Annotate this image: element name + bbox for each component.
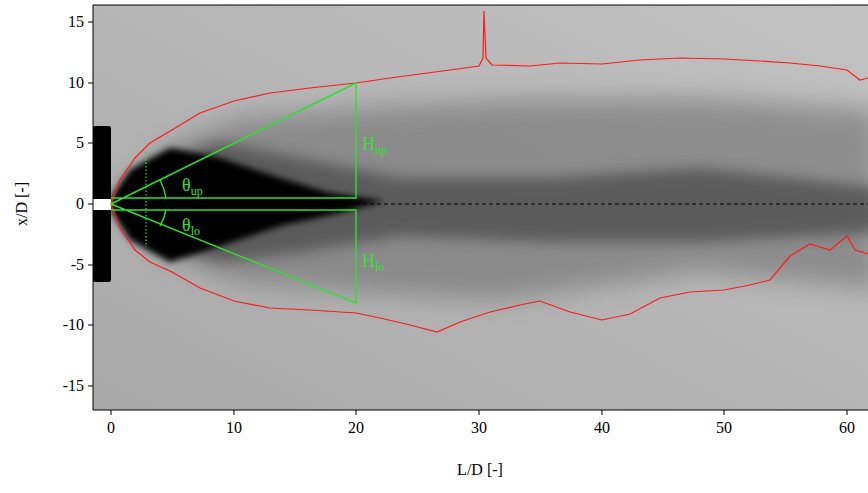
tick-label-group: 60 (839, 420, 855, 436)
tick-label-group: 5 (76, 135, 84, 151)
tick-label-group: 0 (107, 420, 115, 436)
tick-label-group: 40 (594, 420, 610, 436)
tick-label: -10 (63, 316, 84, 333)
tick-label: 10 (226, 419, 242, 436)
tick-label-group: 10 (226, 420, 242, 436)
tick-label: -15 (63, 377, 84, 394)
angle-label: θ (182, 215, 191, 235)
angle-label: θ (182, 175, 191, 195)
axis-title-group: L/D [-] (457, 462, 503, 478)
angle-label-group: θlo (182, 216, 200, 237)
tick-label: 20 (348, 419, 364, 436)
tick-label: 0 (107, 419, 115, 436)
angle-label-group: θup (182, 176, 203, 197)
axis-title-group: x/D [-] (14, 182, 30, 226)
tick-label: 30 (471, 419, 487, 436)
tick-label-group: 20 (348, 420, 364, 436)
tick-label: 40 (594, 419, 610, 436)
tick-label-group: 10 (68, 75, 84, 91)
axis-title: x/D [-] (13, 182, 30, 226)
tick-label: 15 (68, 13, 84, 30)
tick-label: -5 (71, 256, 84, 273)
tick-label-group: 15 (68, 14, 84, 30)
tick-label-group: 30 (471, 420, 487, 436)
tick-label: 5 (76, 134, 84, 151)
tick-label: 60 (839, 419, 855, 436)
axis-title: L/D [-] (457, 461, 503, 478)
tick-label: 0 (76, 195, 84, 212)
tick-label-group: 50 (716, 420, 732, 436)
subscript: lo (375, 260, 384, 274)
subscript: up (191, 184, 203, 198)
height-label-group: Hup (362, 135, 387, 156)
height-label-group: Hlo (362, 252, 384, 273)
tick-label: 50 (716, 419, 732, 436)
tick-label-group: 0 (76, 196, 84, 212)
height-label: H (362, 134, 375, 154)
height-label: H (362, 251, 375, 271)
tick-label: 10 (68, 74, 84, 91)
subscript: lo (191, 224, 200, 238)
subscript: up (375, 143, 387, 157)
tick-label-group: -15 (63, 378, 84, 394)
tick-label-group: -5 (71, 257, 84, 273)
tick-label-group: -10 (63, 317, 84, 333)
